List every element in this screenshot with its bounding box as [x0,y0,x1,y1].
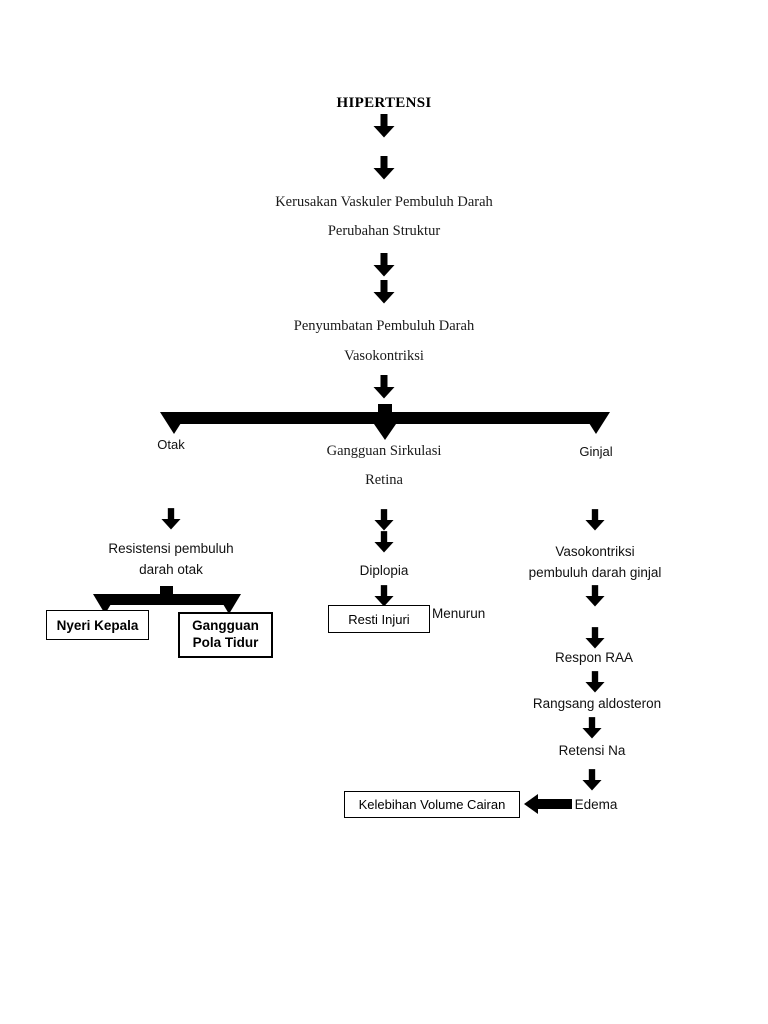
box-gangguan-pola-tidur[interactable]: Gangguan Pola Tidur [178,612,273,658]
node-diplopia: Diplopia [359,563,409,578]
node-kerusakan-vaskuler: Kerusakan Vaskuler Pembuluh Darah [275,194,493,210]
down-arrow-icon [374,509,394,531]
node-perubahan-struktur: Perubahan Struktur [327,223,441,239]
box-nyeri-kepala-label: Nyeri Kepala [56,617,139,633]
down-arrow-icon [585,671,605,693]
box-kelebihan-volume-cairan[interactable]: Kelebihan Volume Cairan [344,791,520,818]
down-arrow-icon [373,114,395,138]
node-penyumbatan: Penyumbatan Pembuluh Darah [293,318,475,334]
box-kelebihan-volume-cairan-label: Kelebihan Volume Cairan [358,797,506,812]
node-retina: Retina [365,472,403,488]
box-resti-injuri-label: Resti Injuri [348,611,410,627]
down-arrow-icon [582,769,602,791]
node-resistensi-line2: darah otak [139,562,203,577]
down-arrow-icon [585,585,605,607]
node-retensi-na: Retensi Na [558,743,626,758]
box-gangguan-pola-tidur-line2: Pola Tidur [192,635,259,650]
node-vasokontriksi-ginjal-line2: pembuluh darah ginjal [528,565,662,580]
down-arrow-icon [161,508,181,530]
node-menurun: Menurun [432,606,486,621]
split-bar-icon [93,586,241,618]
node-rangsang-aldosteron: Rangsang aldosteron [532,696,662,711]
down-arrow-icon [373,156,395,180]
box-gangguan-pola-tidur-line1: Gangguan [192,618,259,634]
down-arrow-icon [373,375,395,399]
node-gangguan-sirkulasi: Gangguan Sirkulasi [326,443,442,459]
left-arrow-icon [524,794,572,814]
down-arrow-icon [374,531,394,553]
node-edema: Edema [574,797,618,812]
down-arrow-icon [374,585,394,607]
down-arrow-icon [585,627,605,649]
split-bar-icon [160,404,610,440]
down-arrow-icon [373,280,395,304]
box-resti-injuri[interactable]: Resti Injuri [328,605,430,633]
box-nyeri-kepala[interactable]: Nyeri Kepala [46,610,149,640]
down-arrow-icon [373,253,395,277]
node-ginjal: Ginjal [579,444,613,459]
node-otak: Otak [157,437,185,452]
down-arrow-icon [585,509,605,531]
node-respon-raa: Respon RAA [554,650,634,665]
node-hipertensi: HIPERTENSI [336,95,432,111]
node-vasokontriksi-ginjal-line1: Vasokontriksi [555,544,635,559]
node-resistensi-line1: Resistensi pembuluh [108,541,234,556]
node-vasokontriksi: Vasokontriksi [344,348,424,364]
down-arrow-icon [582,717,602,739]
